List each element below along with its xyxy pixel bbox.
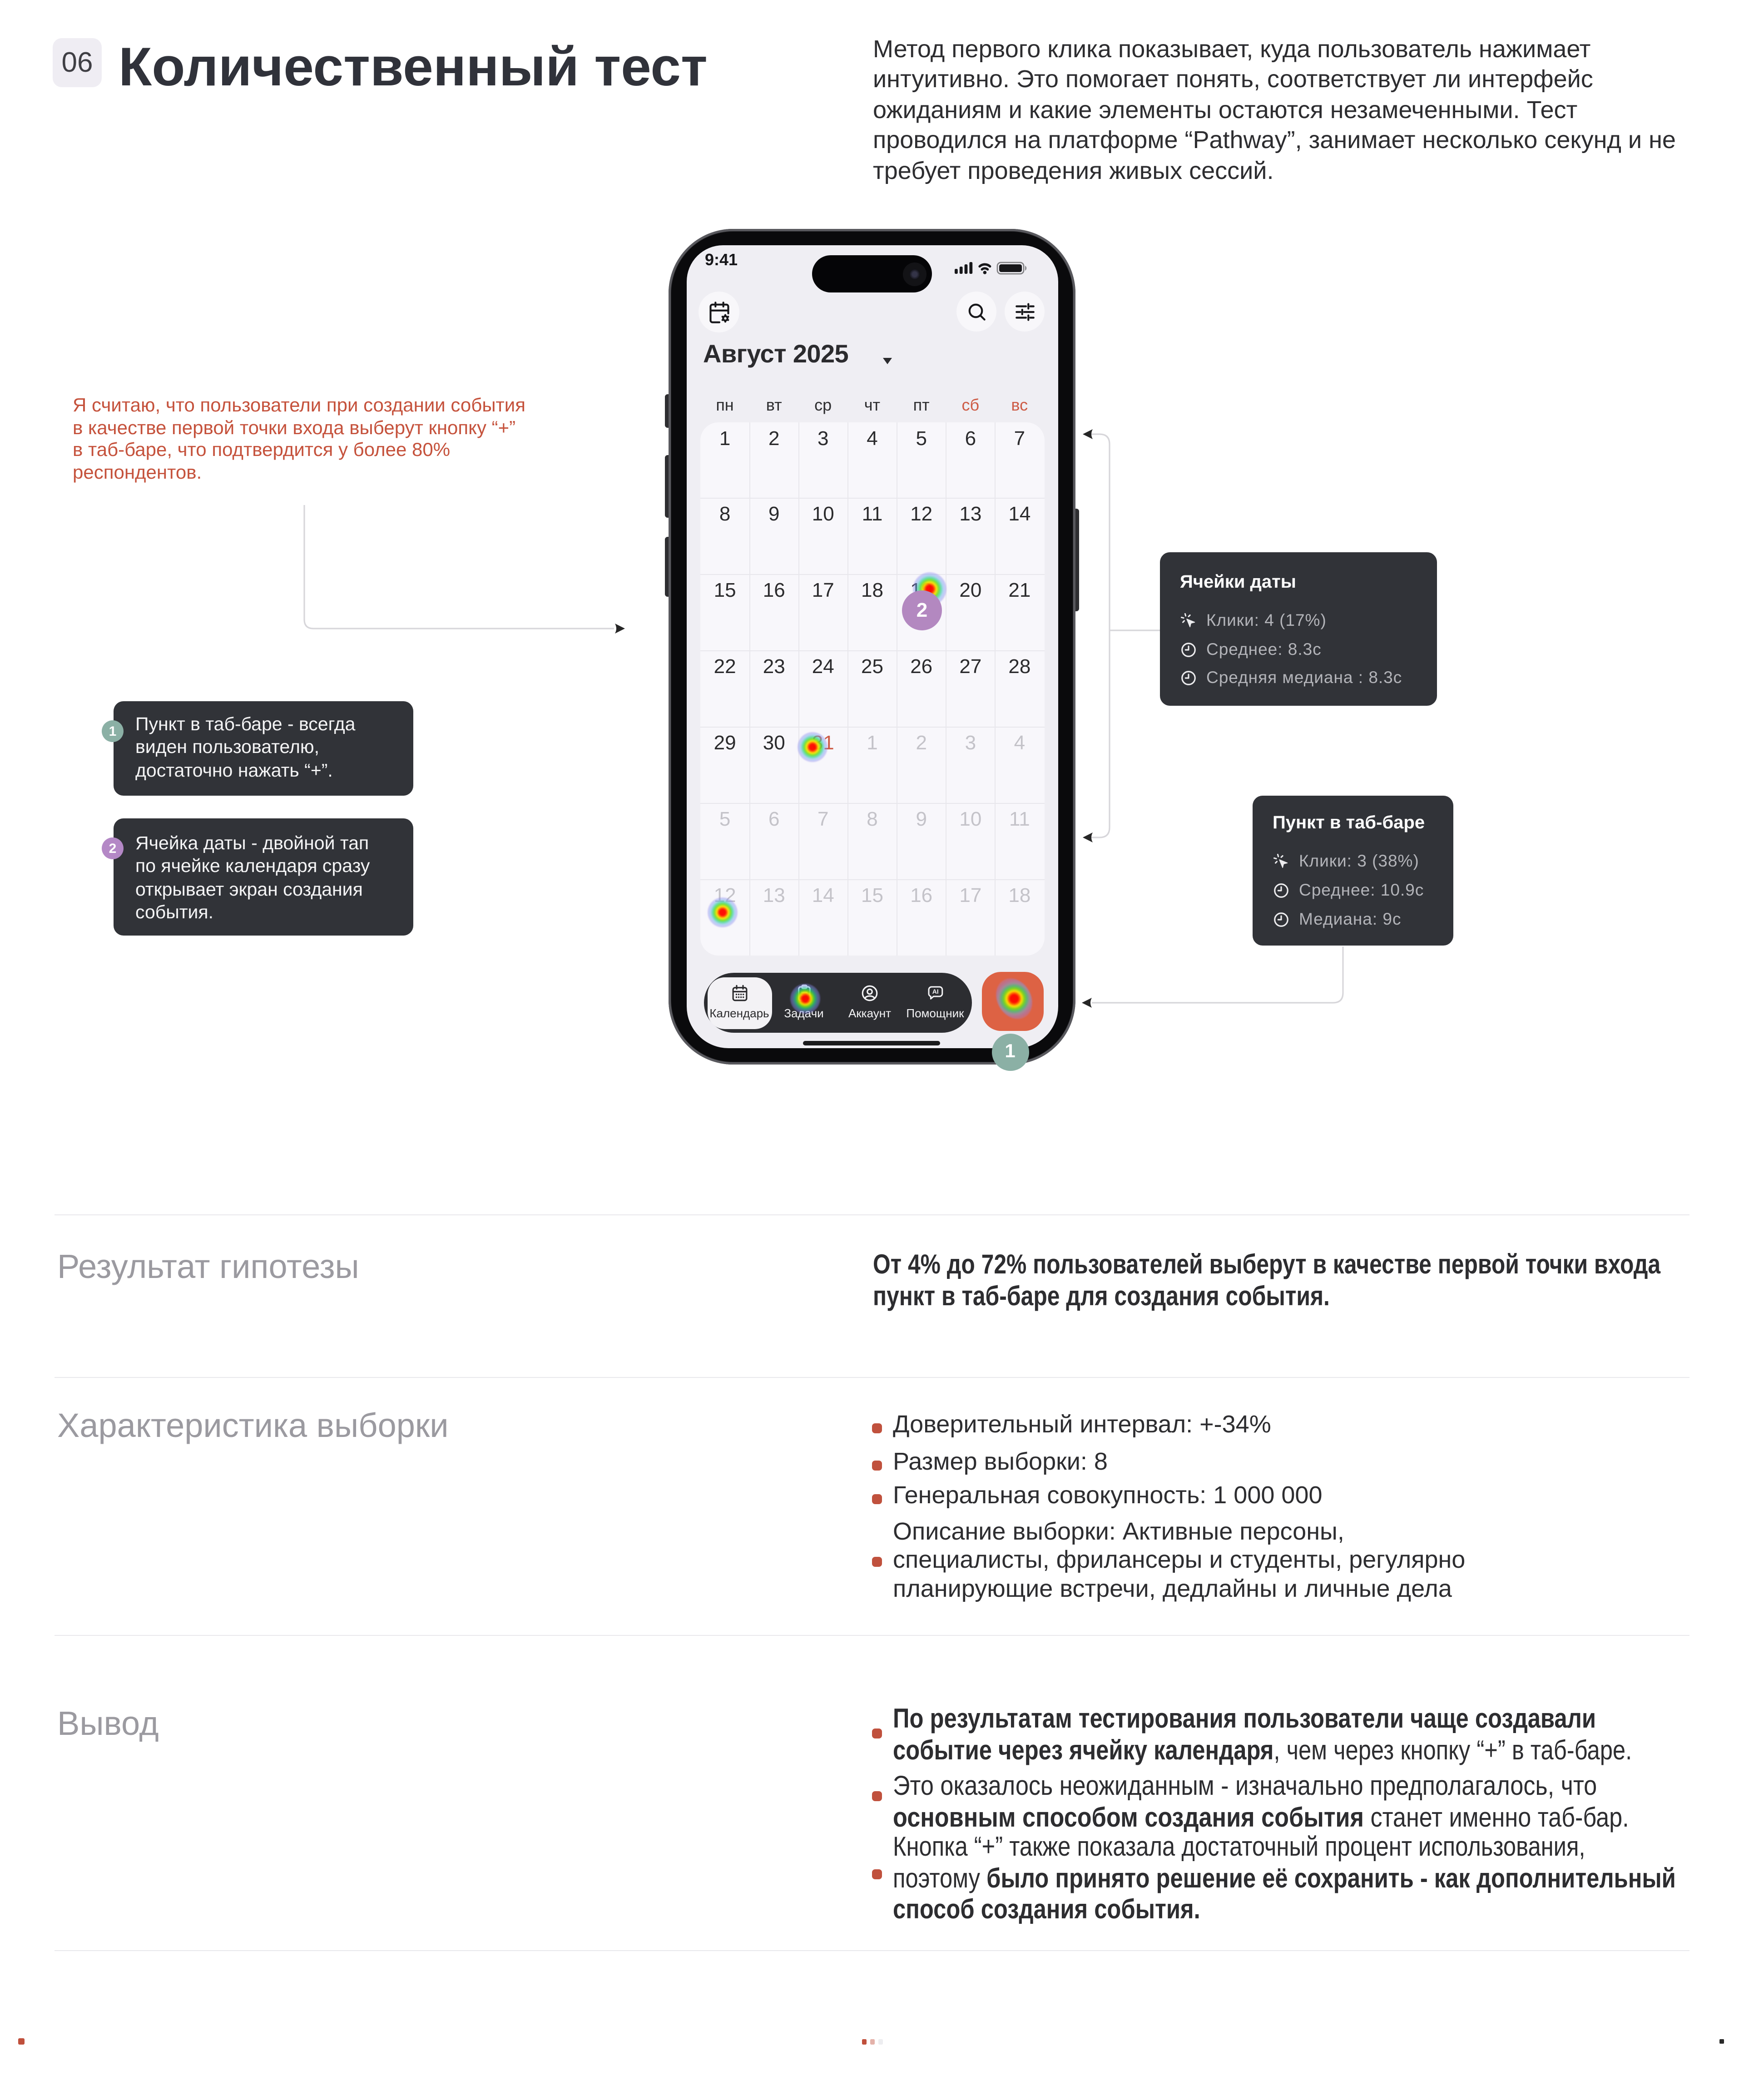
svg-text:AI: AI [932, 988, 939, 995]
